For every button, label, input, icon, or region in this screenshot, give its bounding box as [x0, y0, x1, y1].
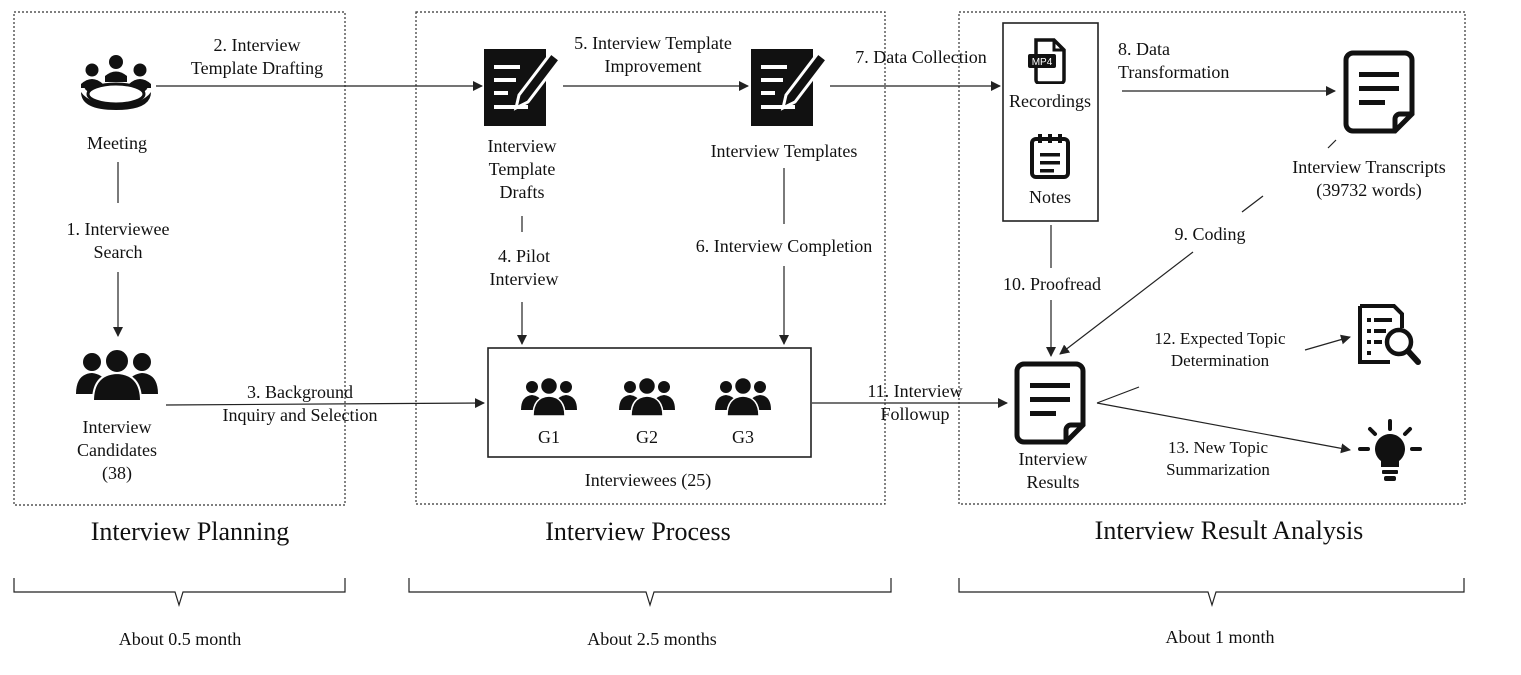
edge-coding-stub [1327, 139, 1337, 149]
analysis-brace [958, 578, 1465, 608]
data-collection-box [1002, 22, 1099, 222]
step-4-label: 4. Pilot Interview [489, 246, 559, 289]
planning-frame [13, 11, 346, 506]
transcript-document-icon [1343, 50, 1417, 134]
step-11-label: 11. Interview Followup [867, 381, 963, 424]
step-6-label: 6. Interview Completion [695, 236, 873, 256]
interviewees-box [487, 347, 812, 458]
duration-process: About 2.5 months [587, 629, 717, 649]
interviewees-label: Interviewees (25) [584, 470, 712, 490]
group-icon-g2 [619, 377, 675, 417]
recordings-label: Recordings [1009, 91, 1091, 111]
step-12-label: 12. Expected Topic Determination [1154, 329, 1286, 370]
meeting-label: Meeting [87, 133, 147, 153]
lightbulb-icon [1358, 419, 1422, 483]
step-1-label: 1. Interviewee Search [66, 219, 170, 262]
notes-label: Notes [1029, 187, 1071, 207]
process-brace [408, 578, 892, 608]
mp4-label: MP4 [1032, 57, 1053, 68]
templates-icon [750, 45, 830, 127]
edge-expected-topic-arrow [1304, 334, 1351, 351]
duration-planning: About 0.5 month [118, 629, 242, 649]
notepad-icon [1029, 132, 1071, 180]
step-10-label: 10. Proofread [1003, 274, 1101, 294]
edge-background-inquiry [165, 398, 485, 409]
group-icon-g1 [521, 377, 577, 417]
planning-brace [13, 578, 346, 608]
step-13-label: 13. New Topic Summarization [1166, 438, 1270, 479]
transcripts-label: Interview Transcripts (39732 words) [1292, 157, 1446, 200]
process-frame [415, 11, 886, 505]
edge-new-topic [1096, 402, 1351, 454]
edge-expected-topic [1096, 386, 1140, 404]
candidates-label: Interview Candidates (38) [77, 417, 157, 483]
template-drafts-icon [483, 45, 563, 127]
group-label-g1: G1 [538, 427, 560, 447]
edge-coding-stub2 [1241, 195, 1264, 213]
group-label-g3: G3 [732, 427, 754, 447]
candidates-group-icon [74, 348, 160, 402]
group-label-g2: G2 [636, 427, 658, 447]
phase-title-analysis: Interview Result Analysis [1094, 516, 1364, 545]
templates-label: Interview Templates [710, 141, 858, 161]
step-3-label: 3. Background Inquiry and Selection [222, 382, 378, 425]
results-document-icon [1014, 361, 1088, 445]
phase-title-process: Interview Process [545, 517, 731, 546]
edge-coding [1059, 251, 1194, 355]
step-8-label: 8. Data Transformation [1118, 39, 1230, 82]
step-7-label: 7. Data Collection [855, 47, 987, 67]
analysis-frame [958, 11, 1466, 505]
duration-analysis: About 1 month [1165, 627, 1275, 647]
search-document-icon [1356, 302, 1422, 368]
results-label: Interview Results [1018, 449, 1088, 492]
meeting-icon [78, 54, 154, 112]
drafts-label: Interview Template Drafts [487, 136, 557, 202]
step-5-label: 5. Interview Template Improvement [574, 33, 732, 76]
group-icon-g3 [715, 377, 771, 417]
step-9-label: 9. Coding [1174, 224, 1246, 244]
phase-title-planning: Interview Planning [90, 517, 290, 546]
mp4-file-icon: MP4 [1027, 38, 1069, 84]
step-2-label: 2. Interview Template Drafting [190, 35, 324, 78]
